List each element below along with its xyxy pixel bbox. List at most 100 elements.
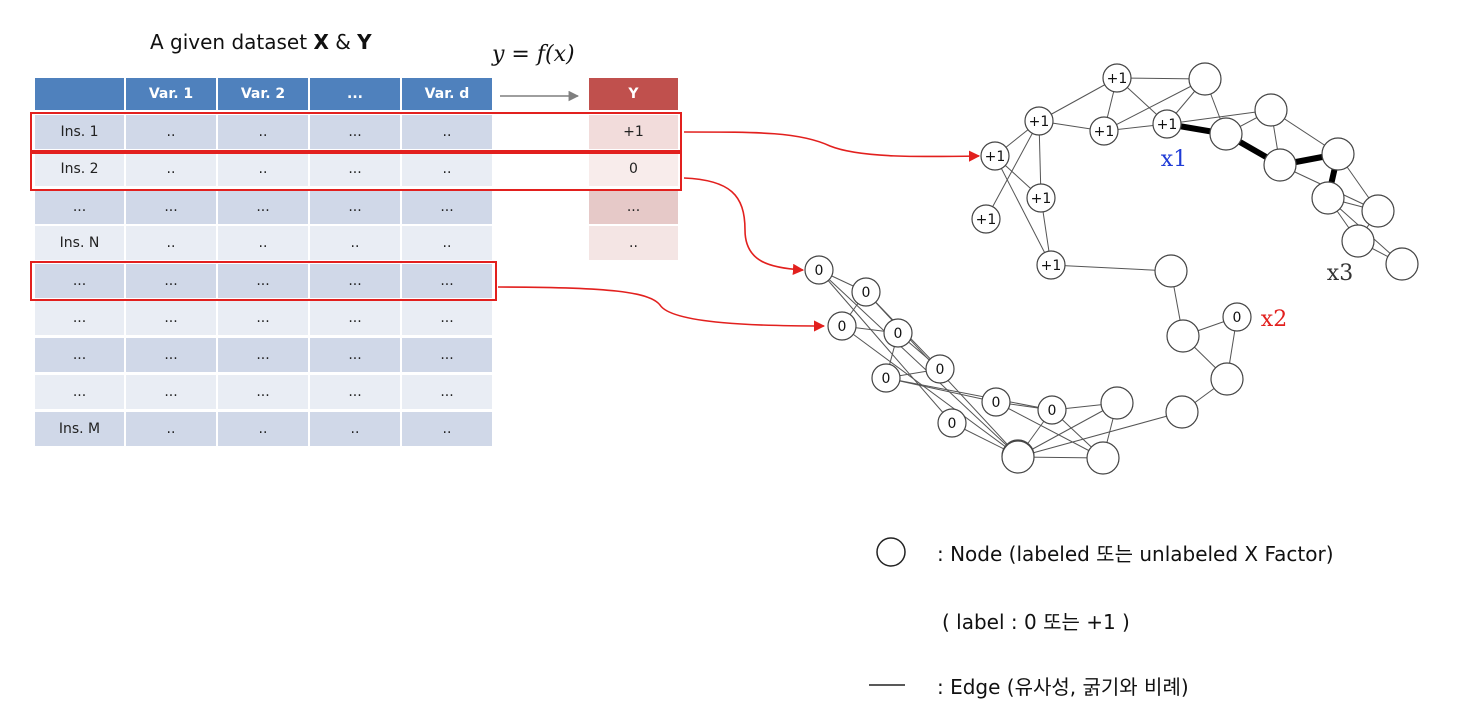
graph-node bbox=[1321, 137, 1355, 171]
graph-node-label: +1 bbox=[1094, 124, 1115, 140]
dataset-title-amp: & bbox=[328, 30, 358, 54]
table-header-cell: ... bbox=[310, 78, 400, 110]
connector-arrow-unlabeled bbox=[497, 286, 826, 332]
graph-node bbox=[1165, 395, 1199, 429]
graph-node bbox=[1086, 441, 1120, 475]
table-cell: ... bbox=[310, 115, 400, 149]
graph-node-label: +1 bbox=[1157, 117, 1178, 133]
table-header-cell bbox=[35, 78, 124, 110]
table-cell: ... bbox=[126, 375, 216, 409]
graph-node bbox=[1152, 109, 1182, 139]
graph-edge bbox=[818, 269, 953, 424]
selection-box-ins1 bbox=[30, 112, 682, 152]
dataset-title-y: Y bbox=[357, 30, 372, 54]
dataset-title-prefix: A given dataset bbox=[150, 30, 314, 54]
graph-node bbox=[1361, 194, 1395, 228]
y-value-cell: .. bbox=[589, 226, 678, 260]
table-cell: .. bbox=[402, 152, 492, 186]
graph-edge bbox=[1038, 77, 1118, 122]
y-value-cell: 0 bbox=[589, 152, 678, 186]
table-cell: ... bbox=[218, 375, 308, 409]
table-cell: ... bbox=[126, 264, 216, 298]
y-header-cell: Y bbox=[589, 78, 678, 110]
graph-node bbox=[1036, 250, 1066, 280]
table-cell: .. bbox=[126, 115, 216, 149]
table-cell: ... bbox=[218, 301, 308, 335]
graph-node bbox=[804, 255, 834, 285]
row-label-cell: ... bbox=[35, 338, 124, 372]
legend-node-icon bbox=[876, 537, 906, 567]
graph-node bbox=[1037, 395, 1067, 425]
table-cell: .. bbox=[310, 226, 400, 260]
row-label-cell: Ins. N bbox=[35, 226, 124, 260]
table-cell: ... bbox=[310, 190, 400, 224]
graph-edge bbox=[994, 155, 1052, 266]
node-marker-x3: x3 bbox=[1327, 261, 1353, 286]
table-cell: .. bbox=[218, 412, 308, 446]
selection-box-ins2 bbox=[30, 152, 682, 191]
row-label-cell: ... bbox=[35, 375, 124, 409]
graph-edge bbox=[1166, 109, 1272, 125]
graph-node-label: +1 bbox=[1041, 258, 1062, 274]
table-header-cell: Var. 1 bbox=[126, 78, 216, 110]
row-label-cell: ... bbox=[35, 190, 124, 224]
graph-node-label: +1 bbox=[976, 212, 997, 228]
formula-rhs: f(x) bbox=[536, 42, 575, 67]
graph-node bbox=[1341, 224, 1375, 258]
y-value-cell: ... bbox=[589, 190, 678, 224]
legend-label-text: ( label : 0 또는 +1 ) bbox=[942, 610, 1130, 634]
graph-edge bbox=[818, 269, 1019, 457]
table-cell: .. bbox=[402, 412, 492, 446]
graph-edge bbox=[885, 377, 1053, 411]
graph-node bbox=[1254, 93, 1288, 127]
graph-edge bbox=[1050, 264, 1172, 272]
dataset-title-x: X bbox=[313, 30, 329, 54]
y-value-cell: +1 bbox=[589, 115, 678, 149]
graph-edge bbox=[1103, 78, 1206, 132]
table-cell: ... bbox=[310, 375, 400, 409]
graph-node bbox=[1089, 116, 1119, 146]
connector-arrow-ins2 bbox=[683, 177, 805, 275]
row-label-cell: Ins. 2 bbox=[35, 152, 124, 186]
table-cell: ... bbox=[126, 301, 216, 335]
table-header-cell: Var. 2 bbox=[218, 78, 308, 110]
table-cell: .. bbox=[218, 226, 308, 260]
table-cell: .. bbox=[126, 412, 216, 446]
graph-node bbox=[871, 363, 901, 393]
graph-node bbox=[1311, 181, 1345, 215]
graph-node bbox=[1166, 319, 1200, 353]
graph-edge bbox=[995, 401, 1104, 459]
graph-node bbox=[981, 387, 1011, 417]
graph-node bbox=[827, 311, 857, 341]
table-header-cell: Var. d bbox=[402, 78, 492, 110]
table-cell: ... bbox=[218, 264, 308, 298]
graph-node-label: 0 bbox=[1233, 310, 1242, 326]
graph-edge bbox=[841, 325, 1019, 457]
graph-node bbox=[851, 277, 881, 307]
graph-node-label: +1 bbox=[985, 149, 1006, 165]
graph-node bbox=[1100, 386, 1134, 420]
graph-node bbox=[1209, 117, 1243, 151]
table-cell: .. bbox=[126, 152, 216, 186]
table-cell: ... bbox=[218, 338, 308, 372]
graph-node bbox=[1026, 183, 1056, 213]
table-cell: .. bbox=[218, 115, 308, 149]
graph-node bbox=[1222, 302, 1252, 332]
dataset-title: A given dataset X & Y bbox=[150, 30, 372, 54]
graph-node bbox=[980, 141, 1010, 171]
graph-edge bbox=[985, 120, 1040, 220]
graph-node bbox=[1210, 362, 1244, 396]
table-cell: .. bbox=[310, 412, 400, 446]
graph-node-label: 0 bbox=[838, 319, 847, 335]
formula-eq: = bbox=[504, 42, 537, 67]
table-cell: .. bbox=[218, 152, 308, 186]
graph-node bbox=[1024, 106, 1054, 136]
graph-edge bbox=[1017, 411, 1183, 458]
table-cell: ... bbox=[402, 190, 492, 224]
node-marker-x2: x2 bbox=[1261, 307, 1287, 332]
graph-node-label: +1 bbox=[1031, 191, 1052, 207]
graph-node bbox=[1263, 148, 1297, 182]
node-marker-x1: x1 bbox=[1161, 147, 1187, 172]
table-cell: ... bbox=[402, 375, 492, 409]
